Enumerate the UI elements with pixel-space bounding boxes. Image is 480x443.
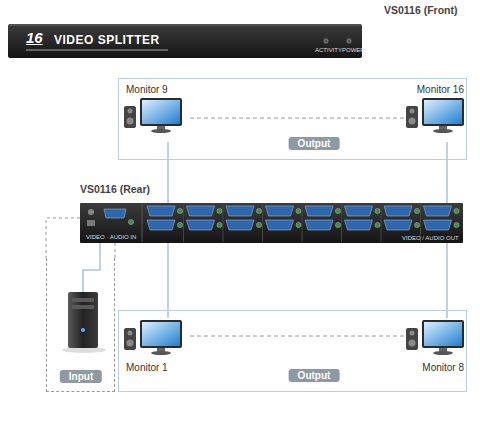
- vga-port: [266, 206, 302, 216]
- port-dividers: [184, 204, 421, 242]
- vga-port: [424, 206, 460, 216]
- vga-port: [226, 220, 262, 230]
- output-region: Output Monitor 9 Monitor 16: [118, 78, 467, 160]
- audio-input-jack: [128, 219, 133, 224]
- video-cable: [167, 142, 169, 203]
- panel-divider: [142, 204, 143, 242]
- monitor-icon: [124, 320, 182, 355]
- vga-port: [147, 206, 183, 216]
- product-name: VIDEO SPLITTER: [54, 33, 160, 47]
- video-cable: [446, 243, 448, 318]
- video-cable: [167, 243, 169, 318]
- monitor-label: Monitor 9: [126, 84, 168, 95]
- input-boundary: [115, 243, 116, 258]
- input-cable: [83, 258, 100, 292]
- vga-port: [187, 206, 223, 216]
- monitor: Monitor 8: [404, 318, 466, 376]
- dashed-link: [190, 336, 404, 337]
- port-label: VIDEO · AUDIO IN: [86, 234, 136, 240]
- monitor-label: Monitor 16: [417, 84, 464, 95]
- monitor: Monitor 16: [404, 84, 466, 142]
- input-region: Input: [46, 258, 115, 392]
- vga-port: [345, 220, 381, 230]
- activity-led: [324, 39, 328, 43]
- device-heading: VS0116 (Rear): [80, 183, 150, 195]
- monitor-label: Monitor 1: [126, 362, 168, 373]
- front-panel: VS0116 (Front)16VIDEO SPLITTERACTIVITYPO…: [8, 24, 369, 58]
- output-region: Output Monitor 1 Monitor 8: [118, 310, 467, 392]
- vga-port: [305, 206, 341, 216]
- led-label: ACTIVITY: [315, 47, 342, 53]
- rear-panel-body: [80, 203, 463, 243]
- pc-tower: [68, 292, 98, 348]
- region-badge: Input: [60, 370, 102, 383]
- drive-bay: [72, 305, 94, 309]
- panel-divider: [183, 204, 184, 242]
- panel-divider: [381, 204, 382, 242]
- model-number: 16: [26, 29, 43, 46]
- region-badge: Output: [289, 369, 340, 382]
- panel-divider: [262, 204, 263, 242]
- monitor-label: Monitor 8: [422, 362, 464, 373]
- power-led: [347, 39, 351, 43]
- panel-highlight: [9, 25, 361, 26]
- vga-port: [187, 220, 223, 230]
- rear-panel: VS0116 (Rear)VIDEO · AUDIO INVIDEO / AUD…: [80, 203, 463, 243]
- input-boundary: [46, 218, 80, 258]
- vga-port: [266, 220, 302, 230]
- video-cable: [99, 243, 101, 258]
- monitor: Monitor 1: [122, 318, 190, 376]
- monitor-icon: [406, 98, 464, 133]
- monitor-icon: [406, 320, 464, 355]
- power-button: [81, 328, 85, 332]
- monitor-icon: [124, 98, 182, 133]
- drive-bay: [72, 298, 94, 302]
- front-panel-body: [8, 24, 362, 58]
- vga-port: [305, 220, 341, 230]
- port-label: VIDEO / AUDIO OUT: [402, 235, 459, 241]
- panel-divider: [223, 204, 224, 242]
- led-label: POWER: [342, 47, 365, 53]
- vga-port: [424, 220, 460, 230]
- vga-input-port: [104, 209, 126, 218]
- panel-divider: [341, 204, 342, 242]
- panel-divider: [302, 204, 303, 242]
- panel-rule: [26, 50, 168, 51]
- vga-port: [384, 206, 420, 216]
- power-jack: [88, 209, 94, 215]
- vga-port: [147, 220, 183, 230]
- vga-port: [384, 220, 420, 230]
- switch-icon: [87, 220, 95, 226]
- vga-port: [345, 206, 381, 216]
- region-badge: Output: [289, 137, 340, 150]
- monitor: Monitor 9: [122, 84, 190, 142]
- vga-port: [226, 206, 262, 216]
- dashed-link: [190, 118, 404, 119]
- device-heading: VS0116 (Front): [384, 4, 458, 16]
- video-cable: [446, 142, 448, 203]
